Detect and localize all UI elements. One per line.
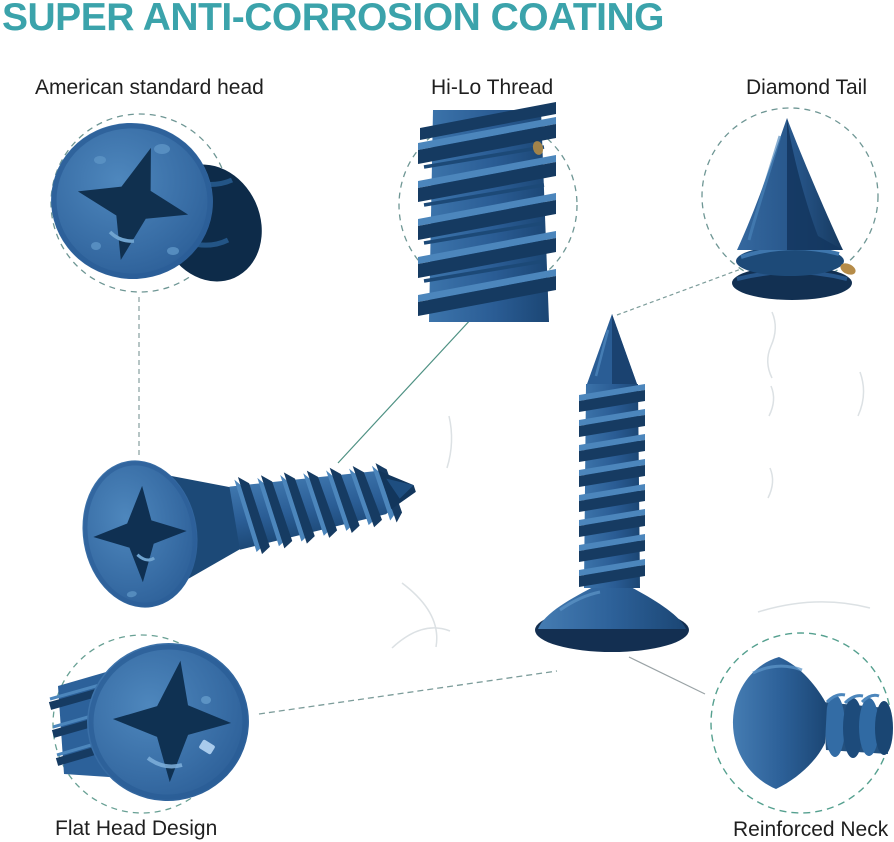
callout-label-american-standard-head: American standard head: [35, 76, 264, 99]
callout-label-diamond-tail: Diamond Tail: [746, 76, 868, 99]
closeup-hi-lo-thread: [418, 102, 556, 322]
background-scratches: [391, 311, 871, 649]
callout-label-reinforced-neck: Reinforced Neck: [733, 818, 889, 841]
closeup-reinforced-neck: [732, 657, 893, 789]
closeup-diamond-tail: [732, 118, 856, 300]
screw-horizontal-photo: [82, 460, 416, 608]
callout-label-hi-lo-thread: Hi-Lo Thread: [431, 76, 554, 99]
connector-hi-lo-thread: [337, 303, 486, 464]
closeup-flat-head-design: [48, 642, 249, 802]
page-title: SUPER ANTI-CORROSION COATING: [2, 0, 665, 39]
screw-vertical-photo: [535, 314, 689, 652]
connector-flat-head-design: [258, 670, 558, 715]
connector-diamond-tail: [616, 268, 742, 316]
magnifier-circle-diamond-tail: [701, 107, 879, 285]
connector-reinforced-neck: [628, 656, 706, 695]
closeup-american-standard-head: [51, 122, 262, 282]
callout-label-flat-head-design: Flat Head Design: [55, 817, 218, 840]
